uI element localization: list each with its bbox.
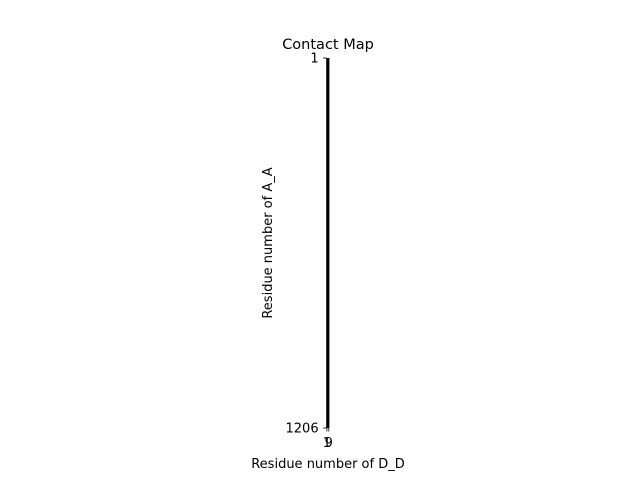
plot-area — [326, 58, 330, 428]
x-tick-label: 9 — [325, 436, 333, 451]
contact-matrix-cells — [326, 58, 330, 428]
chart-title: Contact Map — [282, 37, 374, 53]
y-tick-label: 1 — [310, 52, 318, 67]
x-axis-label: Residue number of D_D — [251, 457, 405, 472]
y-axis-label: Residue number of A_A — [261, 167, 276, 318]
x-tick-label: 1 — [323, 436, 331, 451]
y-tick-label: 1206 — [286, 422, 319, 437]
